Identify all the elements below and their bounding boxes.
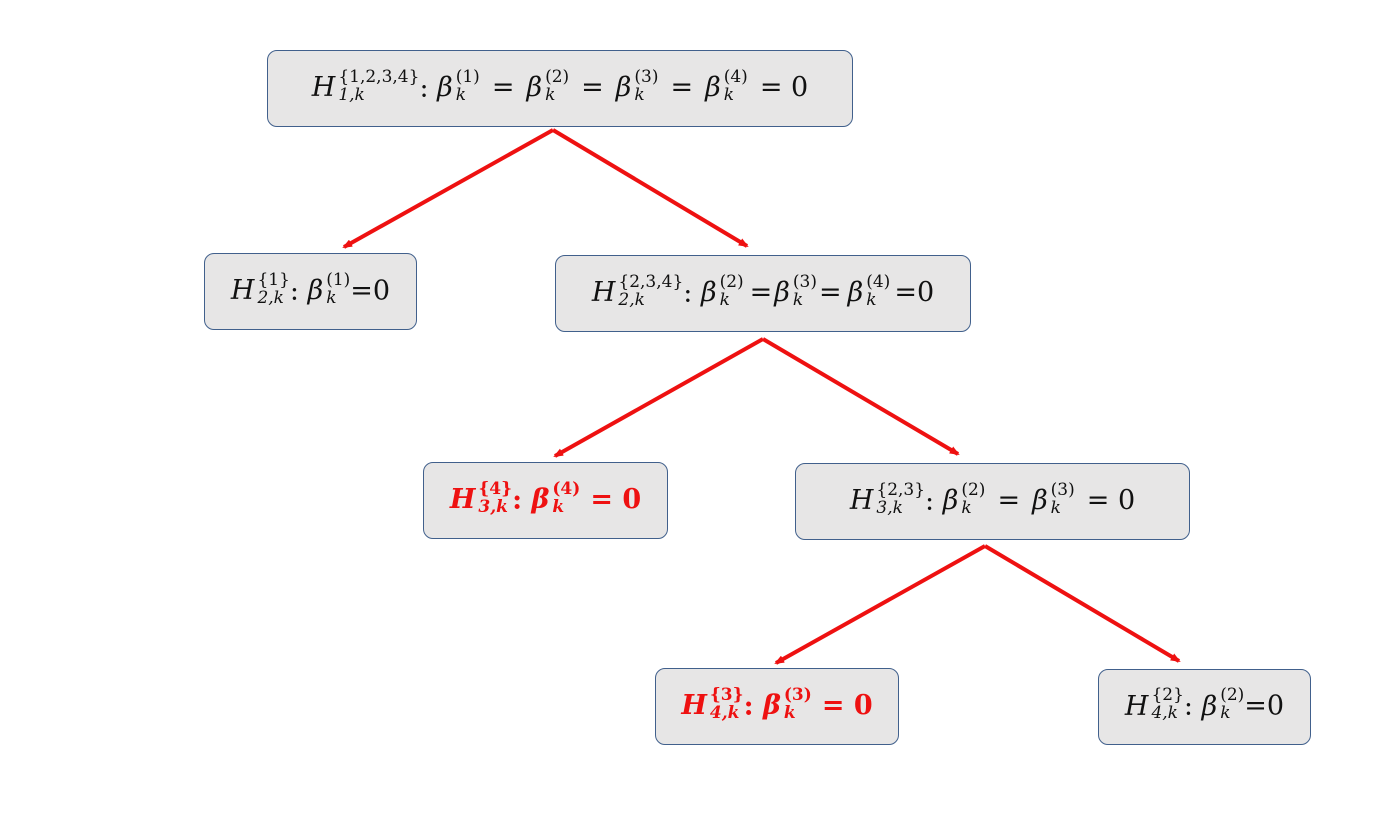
hypothesis-formula: H{1}2,k: β(1)k=0	[230, 269, 391, 308]
beta-subscript: k	[723, 84, 735, 105]
edge-h2b-to-h3b	[761, 337, 960, 456]
beta-symbol: β	[762, 690, 781, 721]
equals-operator: = 0	[821, 690, 873, 721]
hypothesis-formula: H{3}4,k: β(3)k= 0	[681, 684, 873, 723]
beta-superscript: (3)	[792, 271, 817, 292]
hypothesis-formula: H{4}3,k: β(4)k= 0	[449, 478, 642, 517]
beta-superscript: (4)	[723, 66, 748, 87]
hypothesis-symbol: H	[230, 275, 255, 306]
beta-symbol: β	[1032, 485, 1048, 516]
beta-symbol: β	[531, 484, 550, 515]
edge-h3b-to-h4b	[983, 544, 1181, 663]
beta-superscript: (3)	[1050, 479, 1075, 500]
equals-operator: = 0	[759, 72, 809, 103]
hypothesis-superscript: {1}	[257, 269, 290, 290]
beta-subscript: k	[545, 84, 556, 105]
edge-h1-to-h2b	[551, 128, 749, 248]
equals-operator: =	[997, 485, 1021, 516]
beta-superscript: (2)	[545, 66, 570, 87]
hypothesis-symbol: H	[1124, 690, 1149, 722]
equals-operator: = 0	[1086, 485, 1136, 516]
equals-operator: =0	[350, 275, 391, 306]
edge-h1-to-h2a	[342, 128, 554, 249]
beta-superscript: (3)	[783, 684, 812, 705]
beta-superscript: (4)	[866, 271, 891, 292]
equals-operator: =	[581, 72, 604, 103]
beta-subscript: k	[961, 497, 972, 518]
beta-symbol: β	[942, 485, 959, 516]
hypothesis-node-h4b: H{2}4,k: β(2)k=0	[1098, 669, 1311, 745]
hypothesis-superscript: {2,3}	[876, 479, 926, 500]
hypothesis-formula: H{1,2,3,4}1,k: β(1)k=β(2)k=β(3)k=β(4)k= …	[311, 66, 809, 105]
hypothesis-node-h2b: H{2,3,4}2,k: β(2)k=β(3)k=β(4)k=0	[555, 255, 971, 332]
beta-subscript: k	[1050, 497, 1061, 518]
beta-symbol: β	[774, 277, 790, 308]
hypothesis-formula: H{2,3,4}2,k: β(2)k=β(3)k=β(4)k=0	[591, 271, 935, 310]
beta-subscript: k	[455, 84, 467, 105]
hypothesis-subscript: 4,k	[709, 702, 740, 723]
hypothesis-symbol: H	[311, 72, 336, 103]
equals-operator: =	[749, 277, 773, 308]
hypothesis-node-h3b: H{2,3}3,k: β(2)k=β(3)k= 0	[795, 463, 1190, 540]
hypothesis-node-h2a: H{1}2,k: β(1)k=0	[204, 253, 417, 330]
beta-superscript: (1)	[455, 66, 480, 87]
beta-subscript: k	[634, 84, 645, 105]
beta-subscript: k	[783, 702, 796, 723]
hypothesis-node-h4a-rejected: H{3}4,k: β(3)k= 0	[655, 668, 899, 745]
beta-subscript: k	[1220, 703, 1231, 723]
beta-superscript: (2)	[1220, 685, 1245, 706]
beta-symbol: β	[526, 72, 543, 103]
hypothesis-subscript: 1,k	[338, 84, 365, 105]
hypothesis-symbol: H	[681, 690, 707, 721]
beta-subscript: k	[719, 289, 730, 310]
hypothesis-node-h3a-rejected: H{4}3,k: β(4)k= 0	[423, 462, 668, 539]
beta-symbol: β	[700, 277, 717, 308]
hypothesis-symbol: H	[591, 277, 616, 308]
beta-superscript: (4)	[552, 478, 581, 499]
beta-symbol: β	[307, 275, 324, 306]
beta-symbol: β	[437, 72, 453, 103]
equals-operator: =	[491, 72, 515, 103]
hypothesis-symbol: H	[849, 485, 874, 516]
hypothesis-formula: H{2}4,k: β(2)k=0	[1124, 685, 1285, 723]
beta-subscript: k	[866, 289, 877, 310]
equals-operator: =0	[1244, 690, 1285, 722]
beta-symbol: β	[847, 277, 864, 308]
equals-operator: = 0	[590, 484, 642, 515]
edge-h3b-to-h4a	[774, 544, 986, 665]
hypothesis-subscript: 3,k	[876, 497, 903, 518]
beta-symbol: β	[705, 72, 721, 103]
hypothesis-superscript: {3}	[709, 684, 744, 705]
beta-symbol: β	[1201, 690, 1218, 722]
hypothesis-subscript: 2,k	[257, 287, 284, 308]
beta-symbol: β	[615, 72, 632, 103]
beta-subscript: k	[552, 496, 565, 517]
beta-subscript: k	[792, 289, 804, 310]
hypothesis-subscript: 4,k	[1151, 703, 1178, 723]
beta-subscript: k	[326, 287, 337, 308]
edge-h2b-to-h3a	[553, 337, 764, 458]
hypothesis-superscript: {4}	[478, 478, 513, 499]
hypothesis-superscript: {2,3,4}	[618, 271, 684, 292]
beta-superscript: (3)	[634, 66, 659, 87]
hypothesis-superscript: {2}	[1151, 685, 1184, 706]
equals-operator: =0	[894, 277, 935, 308]
hypothesis-symbol: H	[449, 484, 476, 515]
beta-superscript: (1)	[326, 269, 351, 290]
equals-operator: =	[670, 72, 694, 103]
beta-superscript: (2)	[961, 479, 986, 500]
equals-operator: =	[819, 277, 842, 308]
beta-superscript: (2)	[719, 271, 744, 292]
hypothesis-formula: H{2,3}3,k: β(2)k=β(3)k= 0	[849, 479, 1136, 518]
hypothesis-subscript: 3,k	[478, 496, 508, 517]
hypothesis-node-h1: H{1,2,3,4}1,k: β(1)k=β(2)k=β(3)k=β(4)k= …	[267, 50, 853, 127]
hypothesis-superscript: {1,2,3,4}	[338, 66, 420, 87]
hypothesis-subscript: 2,k	[618, 289, 645, 310]
